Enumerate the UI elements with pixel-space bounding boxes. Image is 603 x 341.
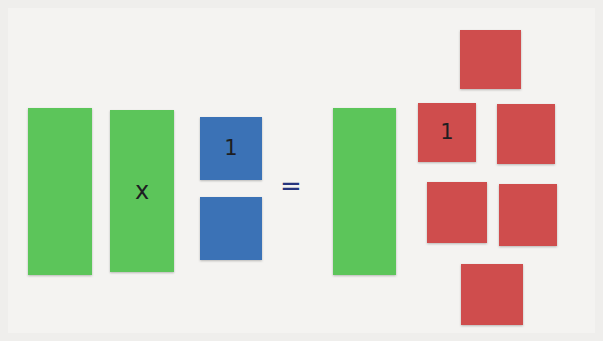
unit-tile-blue — [200, 197, 262, 260]
unit-tile-red — [497, 104, 555, 164]
unit-tile-red — [499, 184, 557, 246]
x-tile — [333, 108, 396, 275]
unit-tile-red — [427, 182, 487, 243]
x-tile — [28, 108, 92, 275]
unit-tile-red — [460, 30, 521, 89]
equals-sign: = — [280, 173, 302, 199]
tile-mark: 1 — [440, 122, 453, 143]
unit-tile-red — [461, 264, 523, 325]
tile-mark: x — [135, 179, 149, 203]
unit-tile-red: 1 — [418, 103, 476, 162]
unit-tile-blue: 1 — [200, 117, 262, 180]
x-tile: x — [110, 110, 174, 272]
paper-sheet — [8, 8, 595, 333]
tile-mark: 1 — [224, 138, 237, 159]
